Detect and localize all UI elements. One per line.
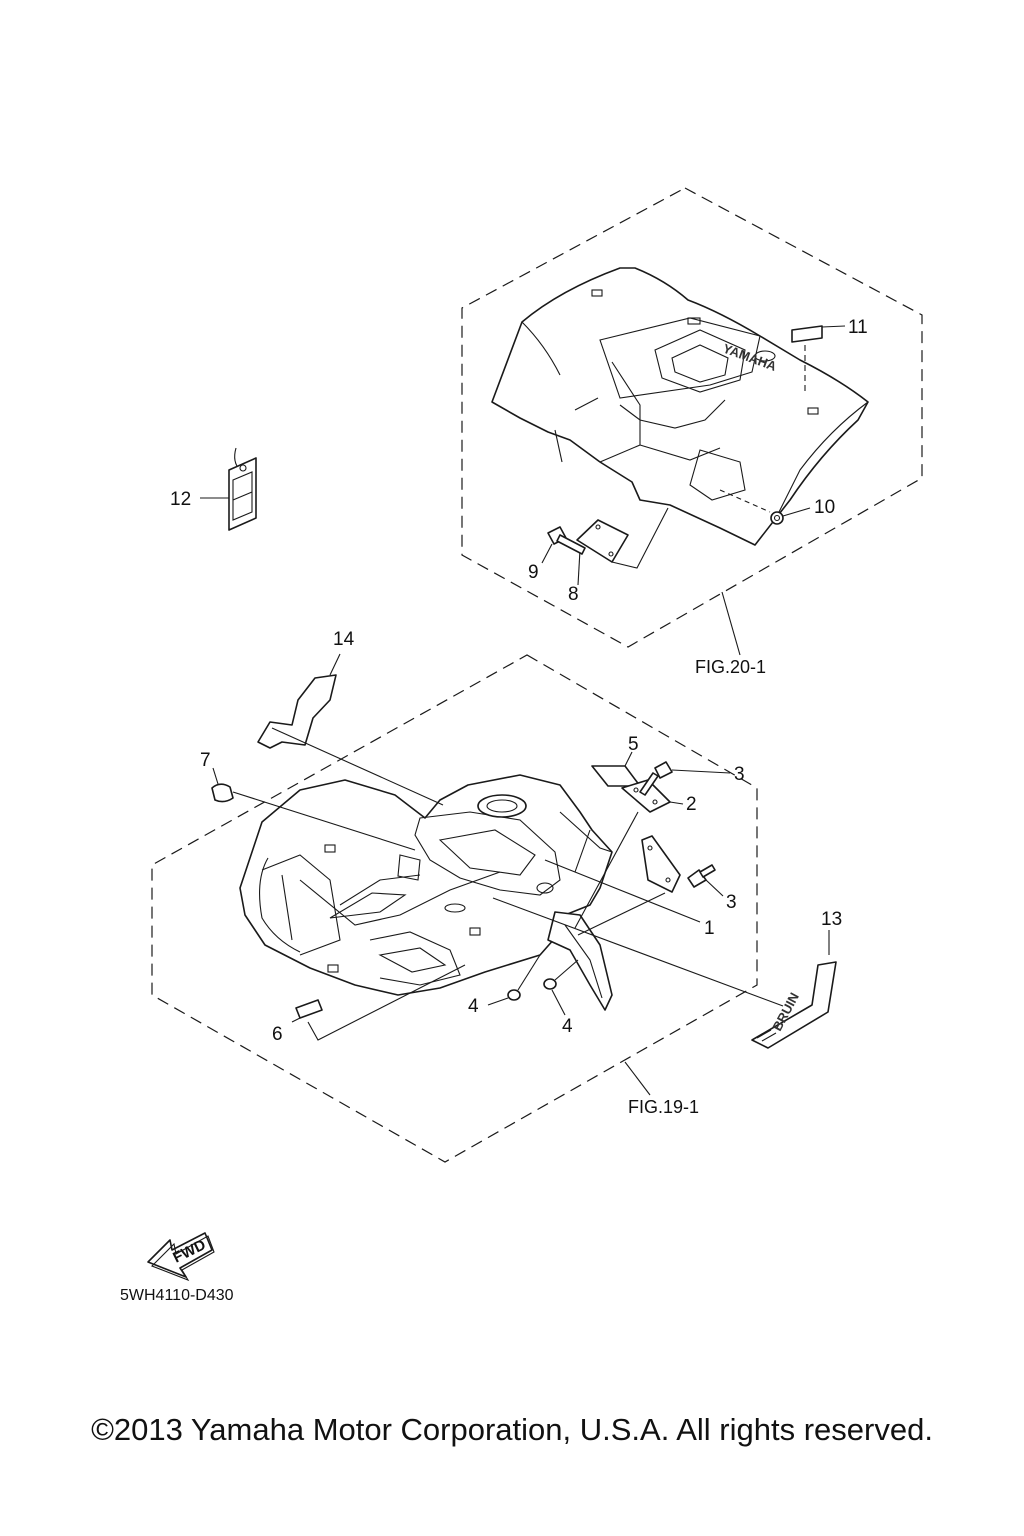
callout-2: 2 (686, 794, 697, 815)
side-panel (641, 835, 681, 893)
callout-4-left: 4 (468, 996, 479, 1017)
callout-3-upper: 3 (734, 764, 745, 785)
bolt-part-9 (547, 526, 586, 555)
fig-ref-front: FIG.19-1 (628, 1097, 699, 1117)
front-fender (239, 774, 613, 1011)
callout-13: 13 (821, 909, 842, 930)
rear-decal-part-11 (791, 325, 823, 343)
plate-part-8 (576, 519, 629, 563)
copyright-notice: ©2013 Yamaha Motor Corporation, U.S.A. A… (91, 1412, 933, 1447)
bolt-part-3-lower (687, 864, 716, 888)
fwd-arrow-icon: FWD (147, 1232, 215, 1282)
decal-part-5 (591, 765, 641, 787)
callout-6: 6 (272, 1024, 283, 1045)
bruin-decal-part-13: BRUIN (751, 961, 837, 1049)
cap-part-7 (211, 783, 234, 803)
decal-part-6 (295, 999, 323, 1019)
decal-part-14 (257, 674, 337, 749)
callout-11: 11 (848, 317, 868, 338)
callout-14: 14 (333, 629, 355, 650)
front-fender-group: 14 7 5 2 3 3 (151, 629, 842, 1163)
tag-part-12: 12 (170, 447, 257, 531)
front-group-boundary (151, 654, 758, 1163)
rear-fender-group: YAMAHA 11 10 8 9 FIG.20-1 (461, 187, 923, 677)
callout-3-lower: 3 (726, 892, 737, 913)
callout-5: 5 (628, 734, 639, 755)
callout-8: 8 (568, 584, 579, 605)
callout-12: 12 (170, 489, 191, 510)
rear-fender: YAMAHA (491, 267, 869, 546)
fig-ref-rear: FIG.20-1 (695, 657, 766, 677)
callout-1: 1 (704, 918, 715, 939)
bolt-part-3-upper (639, 761, 673, 796)
washer-part-4-right (543, 978, 557, 990)
callout-10: 10 (814, 497, 835, 518)
callout-7: 7 (200, 750, 211, 771)
grommet-part-10 (770, 511, 784, 525)
rear-group-boundary (461, 187, 923, 648)
washer-part-4-left (507, 989, 521, 1001)
callout-4-right: 4 (562, 1016, 573, 1037)
drawing-code: 5WH4110-D430 (120, 1287, 234, 1304)
callout-9: 9 (528, 562, 539, 583)
